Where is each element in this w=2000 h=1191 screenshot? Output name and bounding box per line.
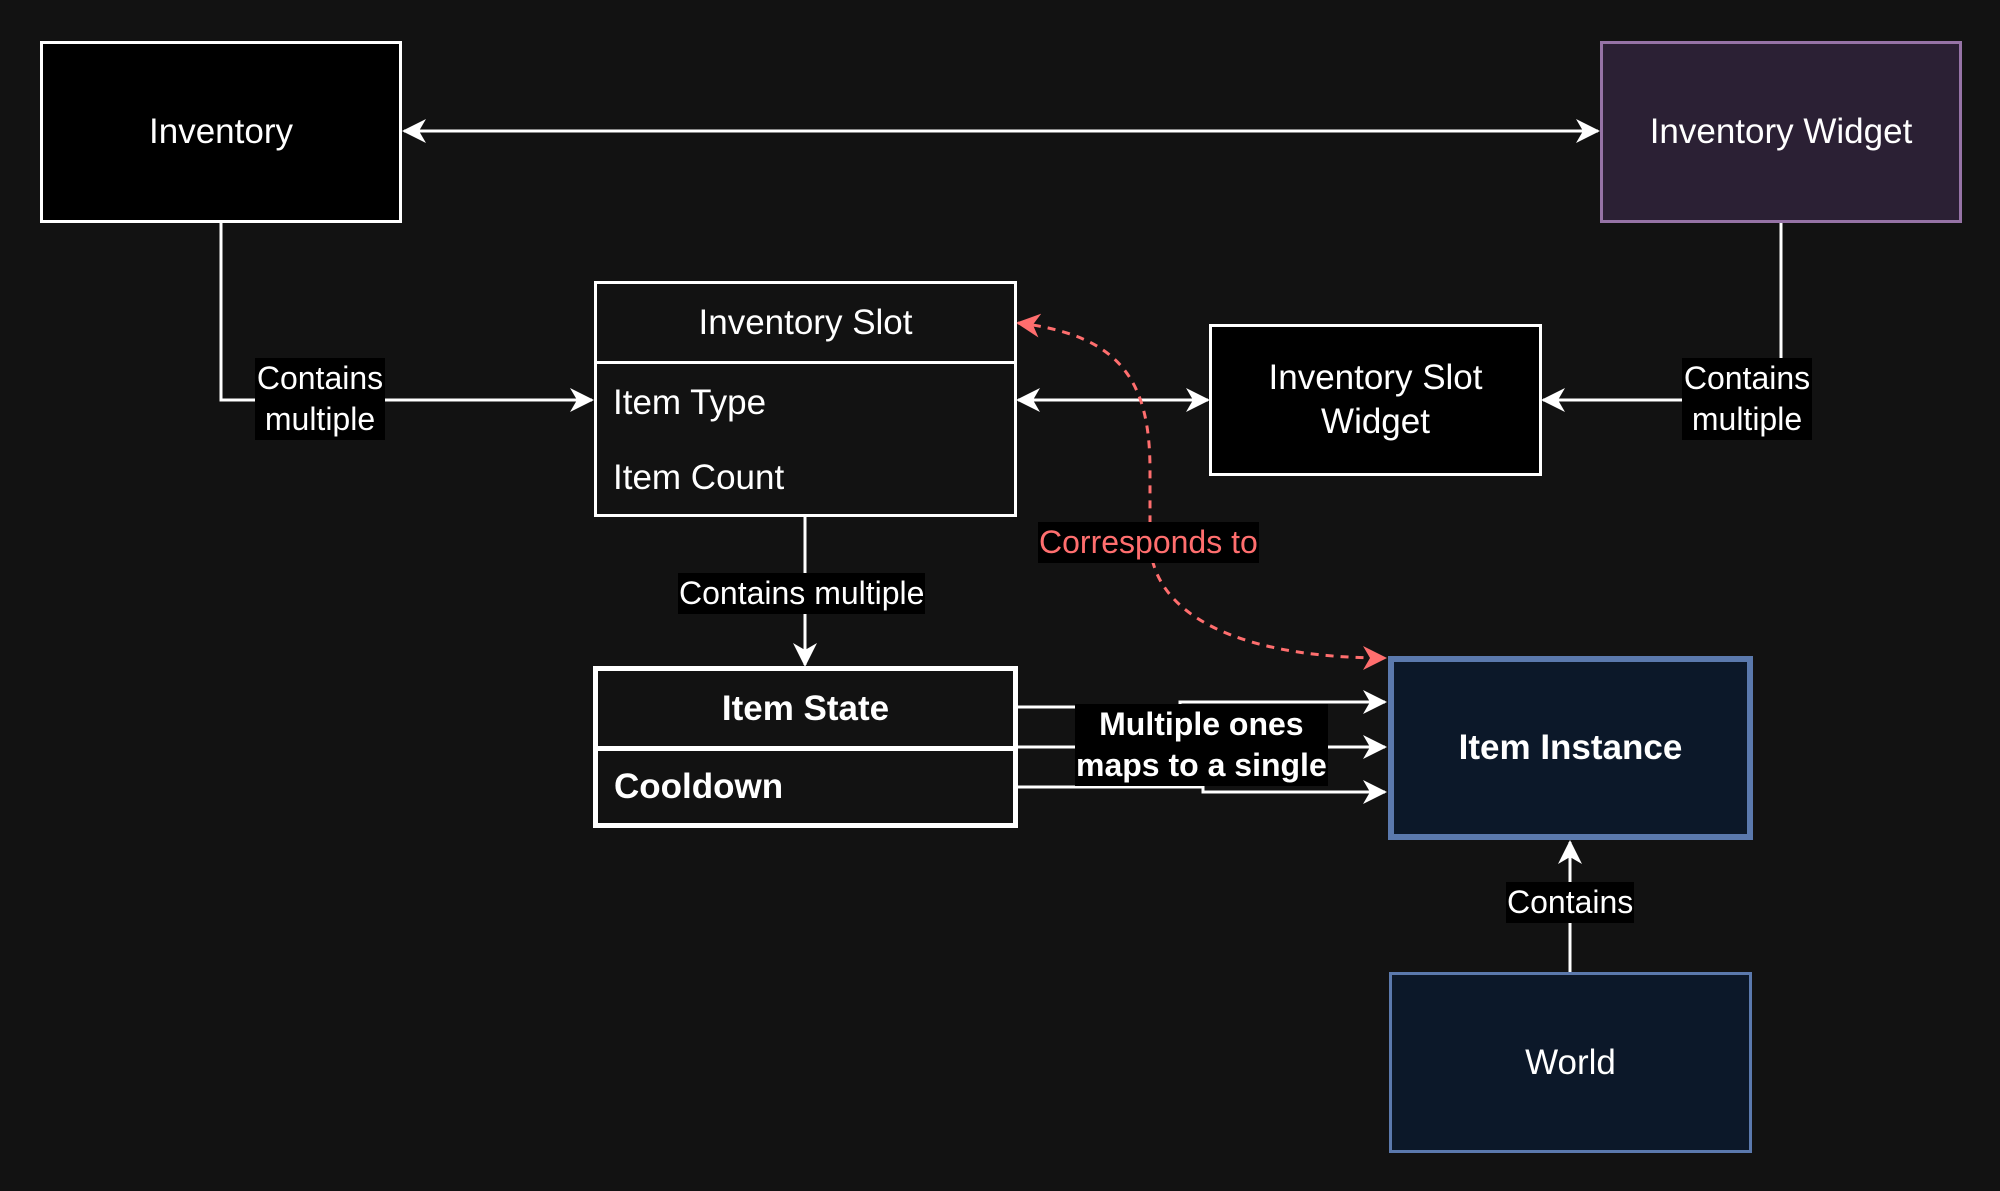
cooldown-field: Cooldown (614, 767, 784, 806)
edge-label-world-contains: Contains (1506, 882, 1635, 923)
inventory-label: Inventory (149, 112, 293, 151)
inventory-widget-node[interactable]: Inventory Widget (1600, 41, 1962, 223)
item-instance-label: Item Instance (1458, 728, 1683, 767)
edge-label-slot-contains: Contains multiple (678, 573, 926, 614)
item-state-title: Item State (721, 688, 890, 728)
inventory-slot-field: Item Count (597, 442, 1014, 514)
inventory-slot-widget-node[interactable]: Inventory Slot Widget (1209, 324, 1542, 476)
inventory-widget-label: Inventory Widget (1649, 112, 1913, 151)
edge-label-text: Contains (1507, 884, 1634, 920)
edge-state-to-instance-3 (1018, 780, 1387, 804)
edge-label-line: maps to a single (1076, 747, 1327, 783)
inventory-slot-field: Item Type (597, 364, 1014, 442)
inventory-slot-header: Inventory Slot (597, 284, 1014, 364)
item-state-header: Item State (598, 671, 1013, 751)
edge-label-multiple-ones: Multiple ones maps to a single (1075, 704, 1328, 786)
edge-label-text: Contains multiple (679, 575, 925, 611)
inventory-slot-title: Inventory Slot (698, 302, 913, 342)
inventory-slot-node[interactable]: Inventory Slot Item Type Item Count (594, 281, 1017, 517)
inventory-slot-widget-label-line1: Inventory Slot (1268, 358, 1483, 397)
edge-label-text: Corresponds to (1039, 524, 1258, 560)
edge-inventory-to-slot (219, 223, 594, 412)
edge-label-inventory-contains: Contains multiple (255, 358, 385, 440)
inventory-slot-widget-label-line2: Widget (1321, 402, 1430, 441)
world-label: World (1525, 1042, 1616, 1082)
item-type-field: Item Type (613, 383, 767, 422)
edge-label-line: Contains (1683, 360, 1811, 396)
edge-label-line: Multiple ones (1099, 706, 1304, 742)
edge-label-line: multiple (264, 401, 376, 437)
edge-label-line: Contains (256, 360, 384, 396)
edge-label-corresponds-to: Corresponds to (1038, 522, 1259, 563)
edge-label-widget-contains: Contains multiple (1682, 358, 1812, 440)
edge-label-line: multiple (1691, 401, 1803, 437)
world-node[interactable]: World (1389, 972, 1752, 1153)
item-state-field: Cooldown (598, 751, 1013, 823)
inventory-node[interactable]: Inventory (40, 41, 402, 223)
item-instance-node[interactable]: Item Instance (1388, 656, 1753, 840)
item-state-node[interactable]: Item State Cooldown (593, 666, 1018, 828)
item-count-field: Item Count (613, 458, 785, 497)
